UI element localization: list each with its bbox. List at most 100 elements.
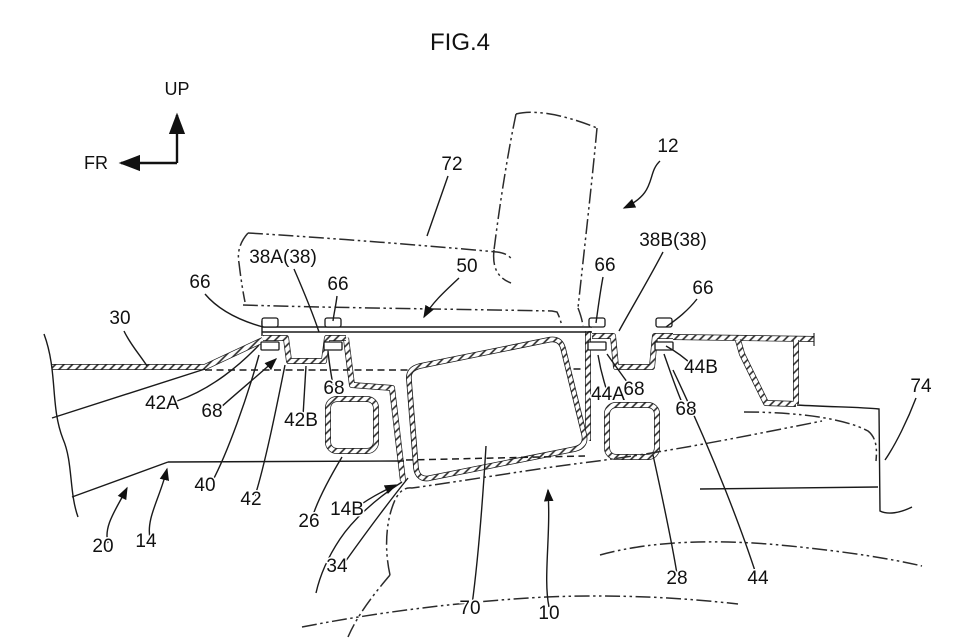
ref-66-1: 66 — [189, 272, 210, 293]
leader-ref-26 — [311, 456, 343, 519]
tank-mid-curve — [599, 541, 923, 567]
ref-40: 40 — [194, 475, 215, 496]
right-opening-frame — [607, 405, 657, 457]
ref-44b: 44B — [684, 357, 718, 378]
seatback-bottom-curve — [492, 249, 512, 284]
ref-50: 50 — [456, 256, 477, 277]
ref-42b: 42B — [284, 410, 318, 431]
leader-ref-14b — [355, 484, 398, 509]
ref-20: 20 — [92, 536, 113, 557]
ref-74: 74 — [910, 376, 932, 397]
rear-trough-section — [738, 340, 796, 404]
leader-ref-44b — [665, 345, 693, 366]
rear-floor-lower-line — [796, 404, 913, 514]
leader-ref-12 — [622, 160, 661, 209]
cushion-front-edge — [237, 232, 249, 303]
tank-front-lower-edge — [347, 574, 391, 638]
ref-44a: 44A — [591, 384, 625, 405]
right-mount-bracket-hatch — [592, 336, 673, 367]
ref-10: 10 — [538, 603, 559, 624]
ref-44: 44 — [747, 568, 769, 589]
ref-66-3: 66 — [594, 255, 615, 276]
leader-ref-14 — [148, 467, 169, 539]
leader-ref-66-3 — [595, 276, 604, 324]
service-hole-cover — [409, 339, 585, 478]
leader-ref-44 — [672, 369, 757, 575]
cushion-bottom-edge — [242, 304, 563, 328]
ref-42: 42 — [240, 489, 261, 510]
seatback-right-edge — [577, 127, 598, 309]
ref-68-3: 68 — [623, 379, 644, 400]
fuel-tank-phantom — [301, 411, 923, 638]
bolt-left-2 — [323, 317, 343, 351]
hidden-line-lower — [405, 455, 586, 461]
leader-ref-70 — [471, 445, 487, 606]
leader-ref-68-3 — [606, 353, 631, 387]
seat-phantom-outline — [237, 111, 598, 328]
up-axis-label: UP — [164, 79, 189, 99]
ref-68-4: 68 — [675, 399, 696, 420]
leader-ref-30 — [123, 330, 148, 367]
figure-title: FIG.4 — [430, 29, 490, 56]
lower-horizontal-member — [167, 460, 405, 463]
leader-ref-38b — [618, 251, 664, 332]
ref-38b: 38B(38) — [639, 230, 707, 251]
leader-ref-66-4 — [665, 298, 698, 328]
ref-14b: 14B — [330, 499, 364, 520]
ref-68-1: 68 — [201, 401, 222, 422]
ref-14: 14 — [135, 531, 157, 552]
leader-ref-10 — [543, 488, 554, 608]
leader-ref-44a — [597, 354, 608, 392]
leader-ref-68-4 — [663, 353, 684, 406]
leader-lines — [106, 160, 917, 608]
leader-ref-74 — [884, 397, 917, 461]
ref-66-4: 66 — [692, 278, 713, 299]
leader-ref-66-2 — [332, 295, 338, 322]
right-opening-hatch — [607, 405, 657, 457]
leader-ref-42a — [176, 344, 260, 402]
lower-edge-diagonal-lower — [71, 461, 169, 498]
bolt-nut — [587, 341, 607, 351]
ref-68-2: 68 — [323, 378, 344, 399]
tank-right-drop-curve — [743, 411, 878, 462]
orientation-axes: UP FR — [84, 79, 190, 173]
rear-lower-horizontal — [699, 486, 879, 490]
ref-72: 72 — [441, 154, 462, 175]
ref-66-2: 66 — [327, 274, 348, 295]
seatback-left-edge — [493, 113, 517, 251]
ref-42a: 42A — [145, 393, 179, 414]
ref-12: 12 — [657, 136, 678, 157]
break-line-left — [43, 333, 79, 518]
ref-26: 26 — [298, 511, 319, 532]
seatback-lower-tick — [577, 307, 584, 327]
leader-ref-20 — [106, 486, 128, 544]
leader-ref-42b — [302, 365, 307, 417]
right-mount-bracket-section — [592, 336, 673, 367]
bolt-nut — [260, 341, 280, 351]
leader-ref-68-2 — [327, 350, 334, 386]
bolt-nut — [323, 341, 343, 351]
bolt-fasteners — [260, 317, 674, 351]
leader-ref-28 — [652, 454, 678, 575]
ref-70: 70 — [459, 598, 480, 619]
leader-ref-42 — [254, 364, 286, 497]
rear-trough-hatch — [738, 340, 796, 404]
ref-30: 30 — [109, 308, 130, 329]
left-opening-frame — [328, 399, 376, 451]
leader-ref-68-1 — [219, 358, 278, 409]
leader-ref-50 — [423, 277, 460, 319]
rear-floor-band-hatch — [673, 337, 814, 339]
bolt-head — [261, 317, 279, 328]
ref-28: 28 — [666, 568, 687, 589]
kickup-front-curve — [315, 481, 403, 594]
tank-bottom-curve — [301, 595, 739, 628]
bolt-left-1 — [260, 317, 280, 351]
leader-ref-40 — [211, 354, 260, 483]
leader-ref-38a — [293, 268, 320, 333]
leader-ref-66-1 — [204, 293, 264, 328]
ref-34: 34 — [326, 556, 348, 577]
ref-38a: 38A(38) — [249, 247, 317, 268]
